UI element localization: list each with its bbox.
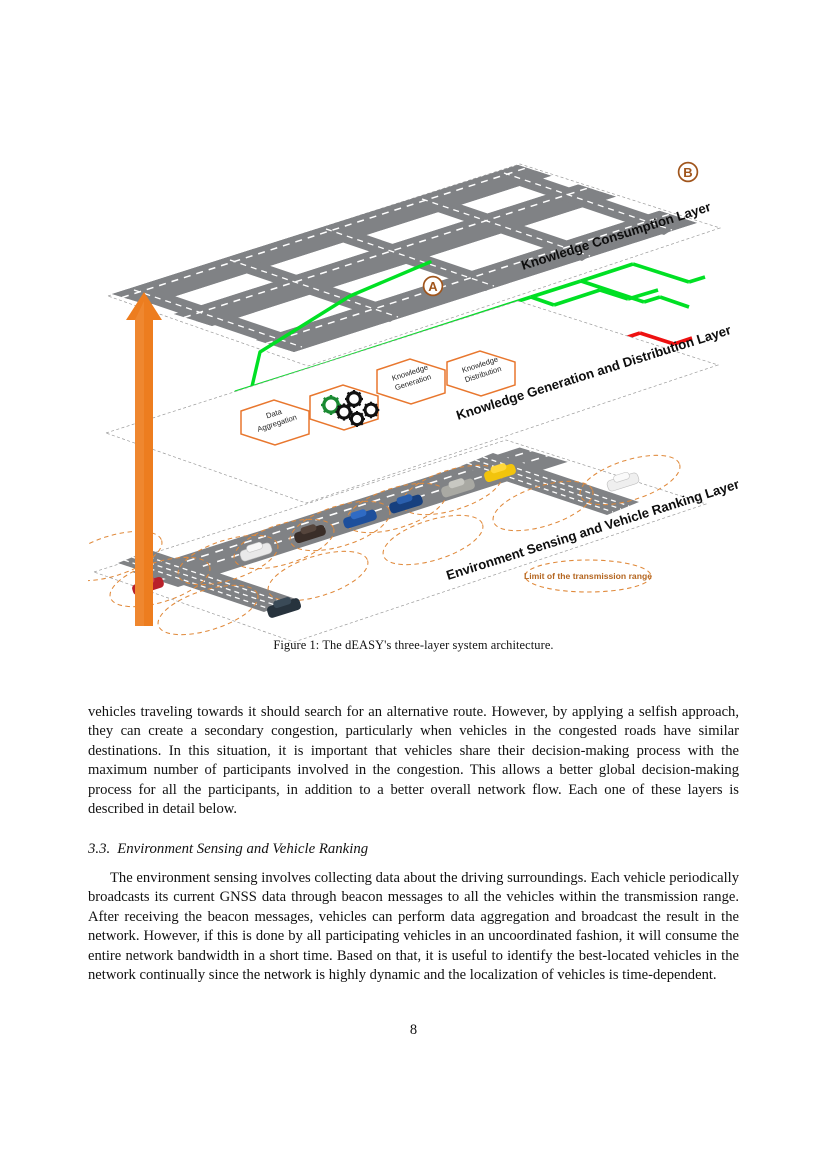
- gear-icon-dark-2: [335, 403, 353, 421]
- destination-marker-label: B: [683, 165, 692, 180]
- vehicle-car-yellow: [484, 463, 516, 483]
- section-title: Environment Sensing and Vehicle Ranking: [117, 841, 369, 857]
- gear-icon-dark-3: [349, 411, 365, 427]
- hexagon-data-aggregation: Data Aggregation: [240, 399, 310, 446]
- vehicle-car-blue-2: [389, 494, 423, 514]
- hexagon-knowledge-generation: Knowledge Generation: [376, 358, 446, 405]
- hexagon-knowledge-distribution: Knowledge Distribution: [446, 350, 516, 397]
- transmission-range-label: Limit of the transmission range: [524, 571, 652, 581]
- road-network-top: [112, 165, 706, 352]
- destination-marker: B: [677, 161, 699, 183]
- vehicle-car-blue-1: [343, 509, 377, 529]
- layer-flow-arrow: [126, 292, 162, 626]
- section-number: 3.3.: [88, 841, 111, 857]
- figure-caption: Figure 1: The dEASY's three-layer system…: [273, 638, 554, 652]
- section-heading: 3.3. Environment Sensing and Vehicle Rank…: [88, 841, 739, 858]
- origin-marker-label: A: [428, 279, 438, 294]
- figure-diagram: A B Knowledge Consumption Layer Data Agg…: [88, 120, 739, 645]
- vehicle-car-silver: [441, 478, 475, 498]
- origin-marker: A: [422, 275, 444, 297]
- vehicle-car-white-1: [239, 541, 273, 562]
- paragraph-environment-sensing: The environment sensing involves collect…: [88, 869, 739, 985]
- figure-1: A B Knowledge Consumption Layer Data Agg…: [88, 120, 739, 680]
- route-free-flow-upper: [530, 262, 706, 309]
- paragraph-text: The environment sensing involves collect…: [88, 870, 739, 984]
- gear-icon-dark-4: [362, 401, 380, 419]
- vehicle-car-dark-brown: [294, 524, 326, 544]
- gear-icon-dark-1: [345, 390, 363, 408]
- vehicle-car-navy: [267, 596, 301, 618]
- page-number: 8: [409, 1022, 418, 1038]
- vehicle-car-white-2: [606, 471, 640, 492]
- hexagon-gears: [309, 384, 380, 431]
- paragraph-continuation: vehicles traveling towards it should sea…: [88, 704, 739, 818]
- transmission-range-callout: Limit of the transmission range: [524, 559, 652, 593]
